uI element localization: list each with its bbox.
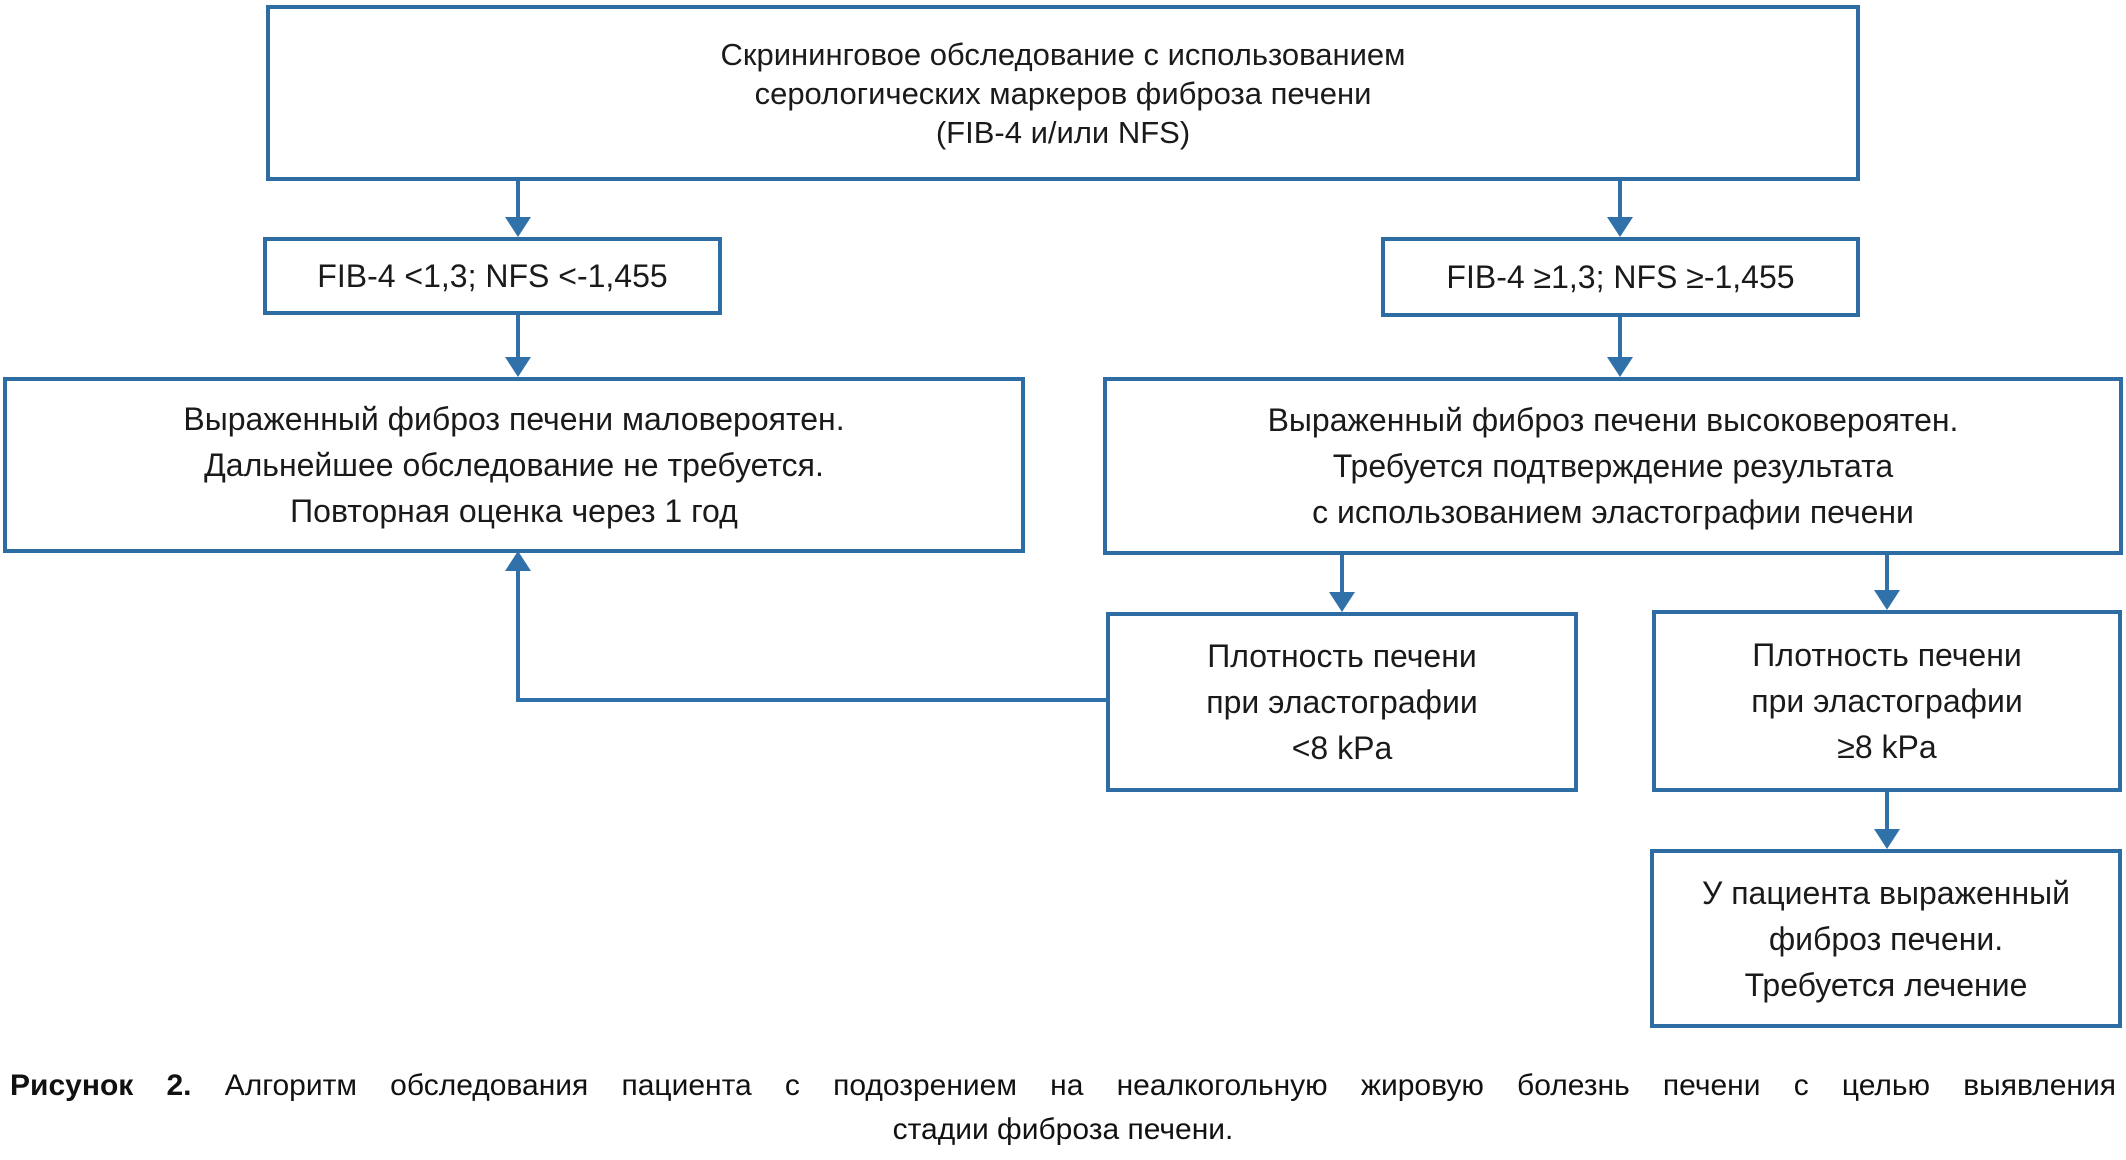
arrow-down-head (1607, 357, 1633, 377)
node-screening-line: Скрининговое обследование с использовани… (720, 36, 1406, 72)
arrow-screening-to-fib4-high (1607, 181, 1633, 237)
arrow-down-head (1607, 217, 1633, 237)
node-elastography-low: Плотность печени при эластографии <8 kPa (1106, 612, 1578, 792)
arrow-shaft (1885, 555, 1889, 594)
node-screening: Скрининговое обследование с использовани… (266, 5, 1860, 181)
node-low-risk-line: Выраженный фиброз печени маловероятен. (183, 401, 845, 437)
node-elastography-low-line: Плотность печени (1207, 638, 1477, 674)
node-screening-line: (FIB-4 и/или NFS) (935, 114, 1191, 150)
node-high-risk-line: Выраженный фиброз печени высоковероятен. (1267, 402, 1959, 438)
node-elastography-high: Плотность печени при эластографии ≥8 kPa (1652, 610, 2122, 792)
node-high-risk-outcome: Выраженный фиброз печени высоковероятен.… (1103, 377, 2123, 555)
node-low-risk-line: Повторная оценка через 1 год (290, 493, 738, 529)
arrow-high-risk-to-elastography-high (1874, 555, 1900, 610)
arrow-fib4-low-to-low-risk (505, 315, 531, 377)
node-low-risk-line: Дальнейшее обследование не требуется. (204, 447, 824, 483)
figure-caption-text: Алгоритм обследования пациента с подозре… (224, 1069, 2116, 1102)
node-treatment-line: фиброз печени. (1768, 920, 2004, 957)
arrow-screening-to-fib4-low (505, 181, 531, 237)
arrow-shaft (1885, 792, 1889, 833)
node-treatment-line: У пациента выраженный (1701, 874, 2070, 911)
arrow-down-head (505, 357, 531, 377)
node-high-risk-line: Требуется подтверждение результата (1332, 448, 1894, 484)
figure-caption-line1: Рисунок 2. Алгоритм обследования пациент… (10, 1064, 2116, 1108)
figure-caption: Рисунок 2. Алгоритм обследования пациент… (10, 1064, 2116, 1152)
arrow-down-head (505, 217, 531, 237)
feedback-arrow-horizontal-segment (516, 698, 1108, 702)
arrow-shaft (1618, 181, 1622, 221)
arrow-high-risk-to-elastography-low (1329, 555, 1355, 612)
node-elastography-high-line: при эластографии (1751, 683, 2023, 719)
arrow-shaft (1618, 317, 1622, 361)
node-fib4-high: FIB-4 ≥1,3; NFS ≥-1,455 (1381, 237, 1860, 317)
node-elastography-high-line: ≥8 kPa (1837, 729, 1937, 765)
node-treatment-line: Требуется лечение (1744, 966, 2028, 1003)
arrow-up-head (505, 551, 531, 571)
arrow-fib4-high-to-high-risk (1607, 317, 1633, 377)
arrow-down-head (1329, 592, 1355, 612)
node-high-risk-line: с использованием эластографии печени (1312, 494, 1914, 530)
arrow-elastography-high-to-treatment (1874, 792, 1900, 849)
node-screening-line: серологических маркеров фиброза печени (754, 75, 1372, 111)
node-fib4-low: FIB-4 <1,3; NFS <-1,455 (263, 237, 722, 315)
figure-caption-label: Рисунок 2. (10, 1069, 192, 1102)
arrow-down-head (1874, 590, 1900, 610)
node-low-risk-outcome: Выраженный фиброз печени маловероятен. Д… (3, 377, 1025, 553)
arrow-down-head (1874, 829, 1900, 849)
node-fib4-high-line: FIB-4 ≥1,3; NFS ≥-1,455 (1446, 259, 1795, 295)
node-treatment: У пациента выраженный фиброз печени. Тре… (1650, 849, 2122, 1028)
figure-caption-line2: стадии фиброза печени. (892, 1113, 1234, 1146)
arrow-shaft (516, 315, 520, 361)
arrow-shaft (516, 181, 520, 221)
arrow-shaft (1340, 555, 1344, 596)
node-elastography-low-line: <8 kPa (1291, 730, 1393, 766)
node-elastography-low-line: при эластографии (1206, 684, 1478, 720)
node-fib4-low-line: FIB-4 <1,3; NFS <-1,455 (317, 258, 668, 294)
feedback-arrow-vertical-segment (516, 570, 520, 702)
node-elastography-high-line: Плотность печени (1752, 637, 2022, 673)
